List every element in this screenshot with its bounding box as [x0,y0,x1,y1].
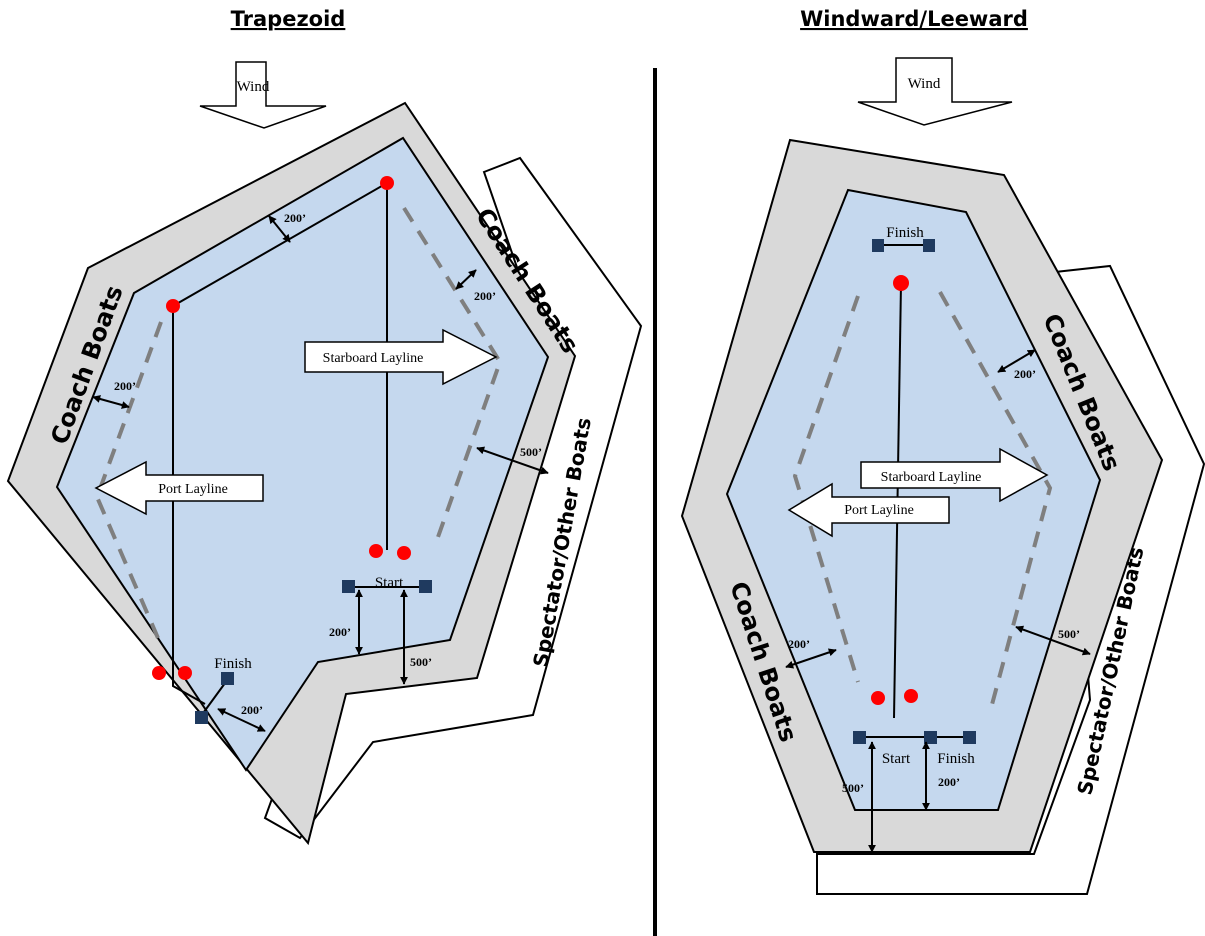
start-mark [342,580,355,593]
dist-arrow-coach-left-2 [785,648,837,669]
finish-label: Finish [214,656,252,672]
dist-label-finish: 200’ [241,703,263,717]
dist-arrow-coach-left [92,395,130,409]
dist-arrow-coach-right [455,269,477,290]
dist-label-finish-200-2: 200’ [938,775,960,789]
dist-arrow-top [268,215,291,243]
dist-label-start-200: 200’ [329,625,351,639]
starboard-layline-dashed-right [938,291,1053,713]
leeward-gate-buoy-right [904,689,918,703]
top-finish-label: Finish [886,225,924,241]
dist-arrow-finish [217,708,266,732]
starboard-layline-label: Starboard Layline [323,351,424,366]
dist-label-top: 200’ [284,211,306,225]
dist-label-coach-left: 200’ [114,379,136,393]
trapezoid-diagram: Wind Starboard Layline Port Layline Star… [6,61,643,846]
starboard-layline-dashed [402,206,503,538]
start-label: Start [375,575,404,591]
dist-label-spectator-2: 500’ [1058,627,1080,641]
finish-mark-right [963,731,976,744]
port-layline-arrow-icon [94,460,264,516]
racing-area-left [55,136,550,772]
port-layline-label: Port Layline [158,482,228,497]
leeward-gate-buoy [397,546,411,560]
port-layline-arrow-icon [787,482,950,538]
gate-buoy [178,666,192,680]
gate-buoy [152,666,166,680]
leeward-gate-buoy-right [871,691,885,705]
windward-buoy-right [893,275,909,291]
port-layline-dashed [94,321,163,646]
dist-label-coach-right: 200’ [474,289,496,303]
leeward-gate-buoy [369,544,383,558]
finish-mark [195,711,208,724]
dist-label-start-500: 500’ [410,655,432,669]
windward-leeward-diagram: Wind Finish Starboard Layline Port Layli… [680,57,1205,895]
windward-buoy [380,176,394,190]
reach-buoy [166,299,180,313]
dist-arrow-spectator-2 [1015,625,1091,656]
trapezoid-title: Trapezoid [231,7,346,31]
finish-line [200,678,229,717]
top-finish-mark [923,239,935,252]
dist-label-spectator: 500’ [520,445,542,459]
starboard-layline-label-right: Starboard Layline [881,470,982,485]
windward-leeward-title: Windward/Leeward [800,7,1028,31]
wind-label: Wind [237,79,270,95]
finish-mark [221,672,234,685]
starboard-layline-arrow-icon [860,447,1049,503]
top-finish-mark [872,239,884,252]
dist-label-coach-right-2: 200’ [1014,367,1036,381]
start-label-right: Start [882,751,911,767]
start-mark-right [853,731,866,744]
start-mark [419,580,432,593]
wind-label-right: Wind [908,76,941,92]
dist-arrow-coach-right-2 [997,349,1036,373]
dist-arrow-spectator [476,446,549,475]
port-layline-label-right: Port Layline [844,503,914,518]
starboard-layline-arrow-icon [304,328,498,386]
finish-label-right: Finish [937,751,975,767]
wind-arrow-icon [199,61,327,129]
wind-arrow-icon [857,57,1013,126]
dist-label-start-500-2: 500’ [842,781,864,795]
dist-label-coach-left-2: 200’ [788,637,810,651]
port-layline-dashed-right [792,295,860,683]
start-finish-shared-mark [924,731,937,744]
